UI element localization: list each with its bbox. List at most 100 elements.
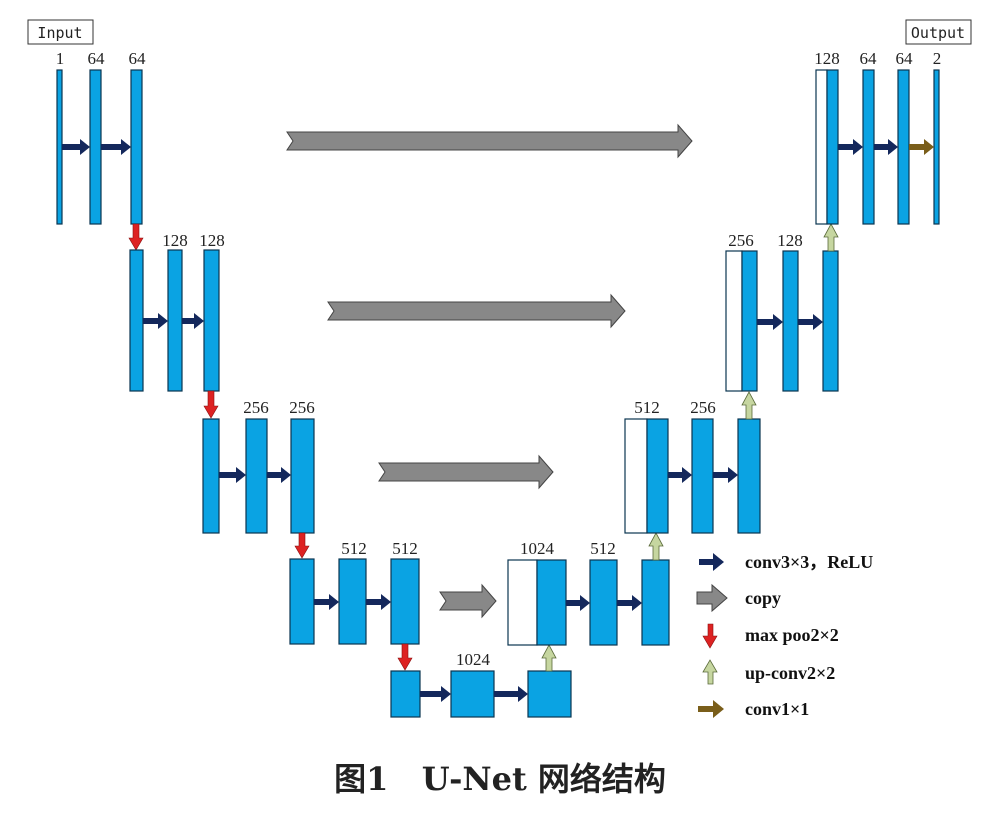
feature-block xyxy=(89,69,102,225)
channel-label: 1 xyxy=(56,49,65,68)
channel-label: 512 xyxy=(634,398,660,417)
feature-block xyxy=(741,250,758,392)
feature-block xyxy=(338,558,367,645)
upconv-arrow xyxy=(648,532,664,561)
feature-block xyxy=(589,559,618,646)
conv-arrow xyxy=(314,594,339,610)
conv-arrow xyxy=(874,139,898,155)
feature-block xyxy=(822,250,839,392)
channel-label: 64 xyxy=(129,49,147,68)
conv-arrow xyxy=(798,314,823,330)
feature-block xyxy=(737,418,761,534)
legend-conv1-label: conv1×1 xyxy=(745,699,809,719)
input-box xyxy=(27,19,94,45)
pool-arrow xyxy=(203,390,219,419)
conv-arrow xyxy=(617,595,642,611)
upconv-arrow xyxy=(741,391,757,420)
feature-block xyxy=(245,418,268,534)
output-label: Output xyxy=(911,24,965,42)
conv-arrow xyxy=(838,139,863,155)
feature-block xyxy=(129,249,144,392)
copy-arrow xyxy=(378,454,554,490)
channel-label: 128 xyxy=(777,231,803,250)
conv-arrow xyxy=(219,467,246,483)
copy-arrow xyxy=(439,583,497,619)
copied-feature-block xyxy=(624,418,648,534)
channel-label: 64 xyxy=(860,49,878,68)
copied-feature-block xyxy=(815,69,828,225)
conv-arrow xyxy=(494,686,528,702)
channel-label: 1024 xyxy=(456,650,491,669)
legend-conv-label: conv3×3，ReLU xyxy=(745,552,873,572)
feature-block xyxy=(289,558,315,645)
conv1-arrow xyxy=(909,139,934,155)
legend: conv3×3，ReLU copy max poo2×2 up-conv2×2 … xyxy=(696,552,873,719)
feature-block xyxy=(390,558,420,645)
channel-label: 64 xyxy=(88,49,106,68)
feature-block xyxy=(130,69,143,225)
legend-pool-label: max poo2×2 xyxy=(745,625,839,645)
pool-arrow xyxy=(128,223,144,251)
conv-arrow xyxy=(101,139,131,155)
channel-label: 2 xyxy=(933,49,942,68)
feature-block xyxy=(641,559,670,646)
conv-arrow xyxy=(668,467,692,483)
channel-label: 512 xyxy=(341,539,367,558)
legend-upconv-arrow-icon xyxy=(702,659,718,685)
feature-block xyxy=(203,249,220,392)
channel-label: 256 xyxy=(728,231,754,250)
feature-block xyxy=(202,418,220,534)
upconv-arrow xyxy=(823,223,839,252)
upconv-arrow xyxy=(541,644,557,672)
channel-label: 128 xyxy=(199,231,225,250)
feature-block xyxy=(450,670,495,718)
conv-arrow xyxy=(267,467,291,483)
channel-label: 64 xyxy=(896,49,914,68)
conv-arrow xyxy=(420,686,451,702)
legend-pool-arrow-icon xyxy=(702,623,718,649)
conv-arrow xyxy=(62,139,90,155)
feature-block xyxy=(862,69,875,225)
pool-arrow xyxy=(397,643,413,671)
copied-feature-block xyxy=(507,559,538,646)
channel-label: 1024 xyxy=(520,539,555,558)
legend-conv-arrow-icon xyxy=(699,553,724,571)
channel-label: 128 xyxy=(814,49,840,68)
feature-block xyxy=(646,418,669,534)
feature-block xyxy=(897,69,910,225)
input-label: Input xyxy=(37,24,82,42)
feature-block xyxy=(56,69,63,225)
output-box xyxy=(905,19,972,45)
copy-arrow xyxy=(327,293,626,329)
copy-arrow xyxy=(286,123,693,159)
conv-arrow xyxy=(366,594,391,610)
channel-label: 128 xyxy=(162,231,188,250)
feature-block xyxy=(390,670,421,718)
feature-block xyxy=(782,250,799,392)
channel-label: 256 xyxy=(243,398,269,417)
feature-block xyxy=(290,418,315,534)
copied-feature-block xyxy=(725,250,743,392)
figure-caption: 图1 U-Net 网络结构 xyxy=(334,760,666,798)
channel-label: 512 xyxy=(392,539,418,558)
pool-arrow xyxy=(294,532,310,559)
legend-upconv-label: up-conv2×2 xyxy=(745,663,835,683)
conv-arrow xyxy=(143,313,168,329)
channel-label: 256 xyxy=(690,398,716,417)
feature-block xyxy=(167,249,183,392)
output-block xyxy=(933,69,940,225)
conv-arrow xyxy=(757,314,783,330)
conv-arrow xyxy=(182,313,204,329)
legend-copy-label: copy xyxy=(745,588,781,608)
channel-label: 256 xyxy=(289,398,315,417)
legend-conv1-arrow-icon xyxy=(698,700,724,718)
legend-copy-arrow-icon xyxy=(696,583,728,613)
conv-arrow xyxy=(566,595,590,611)
feature-block xyxy=(826,69,839,225)
channel-label: 512 xyxy=(590,539,616,558)
feature-block xyxy=(536,559,567,646)
conv-arrow xyxy=(713,467,738,483)
feature-block xyxy=(527,670,572,718)
feature-block xyxy=(691,418,714,534)
